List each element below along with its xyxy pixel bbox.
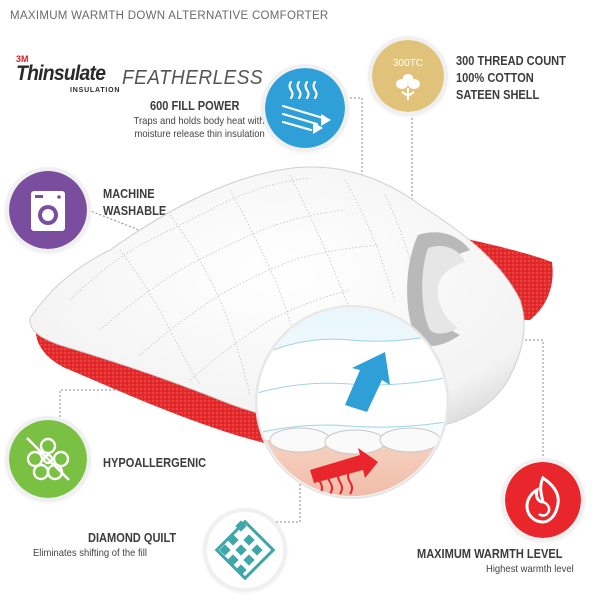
- diamond-quilt-label: DIAMOND QUILT: [88, 530, 177, 545]
- brand-tagline: FEATHERLESS: [122, 67, 264, 89]
- washable-line-1: MACHINE: [103, 186, 155, 201]
- thread-count-line-3: SATEEN SHELL: [456, 87, 540, 102]
- fill-power-label: 600 FILL POWER: [150, 98, 240, 113]
- washing-machine-icon: [9, 171, 87, 249]
- hypoallergenic-label: HYPOALLERGENIC: [103, 455, 207, 470]
- diamond-quilt-icon: [207, 512, 283, 588]
- thread-badge: 300TC: [393, 58, 423, 69]
- thread-count-line-2: 100% COTTON: [456, 70, 534, 85]
- thread-count-line-1: 300 THREAD COUNT: [456, 53, 566, 68]
- washable-line-2: WASHABLE: [103, 203, 167, 218]
- flame-icon: [505, 462, 581, 538]
- cotton-icon: 300TC: [372, 40, 444, 112]
- fill-power-desc-1: Traps and holds body heat with: [134, 115, 265, 127]
- brand-3m-mark: 3M: [16, 54, 29, 64]
- warmth-label: MAXIMUM WARMTH LEVEL: [417, 546, 563, 561]
- heat-waves-icon: [265, 68, 345, 148]
- brand-subtitle: INSULATION: [70, 87, 121, 94]
- warmth-desc: Highest warmth level: [486, 563, 574, 575]
- brand-name: Thinsulate: [16, 62, 106, 85]
- fill-power-desc-2: moisture release thin insulation: [134, 128, 265, 140]
- page-title: MAXIMUM WARMTH DOWN ALTERNATIVE COMFORTE…: [10, 10, 329, 22]
- no-allergen-icon: [9, 420, 87, 498]
- diamond-quilt-desc: Eliminates shifting of the fill: [33, 547, 147, 559]
